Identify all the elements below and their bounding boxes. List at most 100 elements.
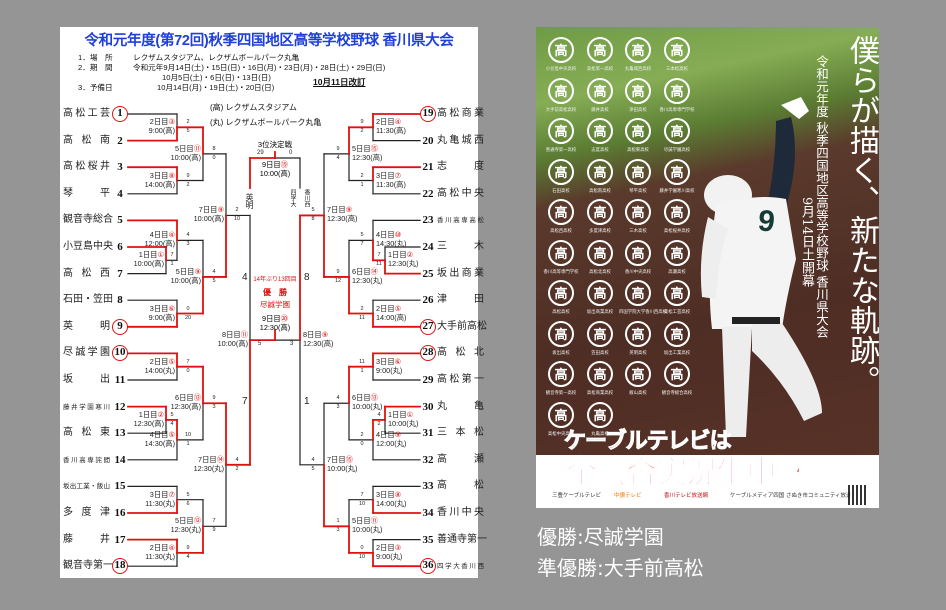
match-day: 7日目	[198, 205, 218, 215]
match-number: ⑫	[193, 516, 201, 526]
team-name: 坂出	[63, 374, 110, 385]
match-number: ⑦	[168, 489, 175, 499]
final-day: 9日目⑳	[235, 314, 315, 324]
match-score: 0	[360, 440, 364, 447]
match-day: 3日目	[149, 170, 169, 180]
school-name: 高松第一高校	[586, 66, 614, 71]
match-day: 5日目	[175, 266, 195, 276]
school-crest: 高高松東高校	[618, 118, 658, 153]
school-crest-icon: 高	[587, 37, 613, 63]
school-crest: 高多度津高校	[580, 199, 620, 234]
match-score: 9	[186, 172, 190, 179]
team-name: 高松西	[63, 267, 110, 279]
school-crest: 高丸亀高校	[580, 401, 620, 437]
school-crest: 高坂出高校	[541, 320, 581, 356]
team-name: 三本松	[437, 427, 484, 439]
school-name: 多度津高校	[589, 228, 611, 233]
match-time: 12:00(丸)	[376, 438, 407, 448]
match-time: 12:30(高)	[170, 402, 201, 412]
match-score: 11	[359, 358, 365, 365]
school-name: 高松桜井高校	[663, 228, 691, 233]
team-name: 英明	[63, 320, 110, 332]
team-number: 4	[117, 187, 123, 200]
match-day: 2日目	[149, 117, 169, 127]
school-crest-icon: 高	[625, 118, 651, 144]
sponsor-3: 香川テレビ放送網	[664, 493, 709, 499]
semifinal-score: 7	[242, 396, 248, 408]
school-name: 高松中央高校	[547, 430, 575, 436]
school-name: 高松西高校	[550, 228, 572, 233]
match-number: ⑦	[394, 170, 402, 180]
third-place-game-no: ⑲	[280, 160, 288, 169]
school-name: 英明高校	[629, 349, 647, 355]
team-name: 坂出工業・飯山	[63, 482, 110, 491]
sponsor-2: 中讃テレビ	[614, 493, 642, 499]
school-crest: 高石田高校	[541, 158, 581, 194]
school-crest: 高高松西高校	[541, 199, 581, 234]
match-score: 20	[184, 314, 192, 321]
final-day-text: 9日目	[262, 314, 281, 323]
team-number: 30	[422, 400, 434, 413]
match-number: ⑭	[370, 266, 378, 276]
match-time: 10:00(高)	[170, 275, 201, 285]
third-place-left-team: 英明	[245, 193, 254, 209]
team-name: 観音寺総合	[63, 214, 113, 226]
match-time: 11:30(丸)	[145, 498, 175, 508]
match-score: 2	[360, 431, 364, 438]
school-crest-icon: 高	[664, 118, 690, 144]
school-crest: 高高松高校	[541, 280, 581, 315]
match-score: 5	[212, 277, 216, 284]
third-place-score-left: 29	[257, 150, 264, 156]
school-crest-icon: 高	[625, 77, 651, 104]
school-crest: 高観音寺総合高校	[657, 361, 697, 396]
school-name: 香川中央高校	[624, 268, 652, 274]
team-name: 丸亀城西	[437, 134, 484, 146]
third-place-title: 3位決定戦	[257, 140, 293, 149]
school-crest: 高尽誠学園高校	[657, 118, 697, 153]
team-number: 24	[422, 241, 434, 253]
match-day: 2日目	[376, 542, 395, 552]
school-crest: 高坂出工業高校	[657, 320, 697, 356]
team-number: 3	[117, 161, 123, 174]
school-crest-icon: 高	[625, 320, 651, 347]
match-score: 9	[212, 395, 216, 402]
team-number: 35	[422, 533, 434, 546]
school-crest: 高琴平高校	[618, 158, 658, 194]
team-number: 16	[114, 507, 126, 519]
school-crest: 高善通寺第一高校	[541, 118, 581, 153]
team-number: 36	[420, 558, 436, 575]
match-score: 9	[336, 145, 340, 152]
match-time: 12:30(高)	[133, 418, 164, 428]
match-time: 12:30(高)	[327, 214, 358, 224]
sponsor-1: 三豊ケーブルテレビ	[552, 493, 602, 499]
match-number: ⑨	[321, 330, 329, 340]
match-day: 8日目	[222, 330, 241, 340]
match-day: 3日目	[149, 303, 169, 313]
school-name: 高松南高校	[589, 187, 611, 193]
match-number: ⑧	[168, 170, 175, 180]
match-score: 4	[311, 456, 315, 463]
match-score: 11	[359, 314, 365, 321]
school-crest-icon: 高	[664, 158, 690, 185]
school-name: 尽誠学園高校	[663, 147, 691, 152]
match-score: 2	[360, 172, 364, 179]
team-number: 10	[112, 345, 128, 362]
match-number: ⑩	[394, 230, 402, 240]
school-crest-icon: 高	[548, 361, 574, 387]
match-score: 5	[170, 411, 174, 418]
team-number: 25	[422, 267, 434, 280]
school-name: 丸亀城西高校	[624, 66, 652, 71]
school-name: 坂出高校	[552, 349, 570, 355]
school-crest-icon: 高	[548, 199, 574, 225]
